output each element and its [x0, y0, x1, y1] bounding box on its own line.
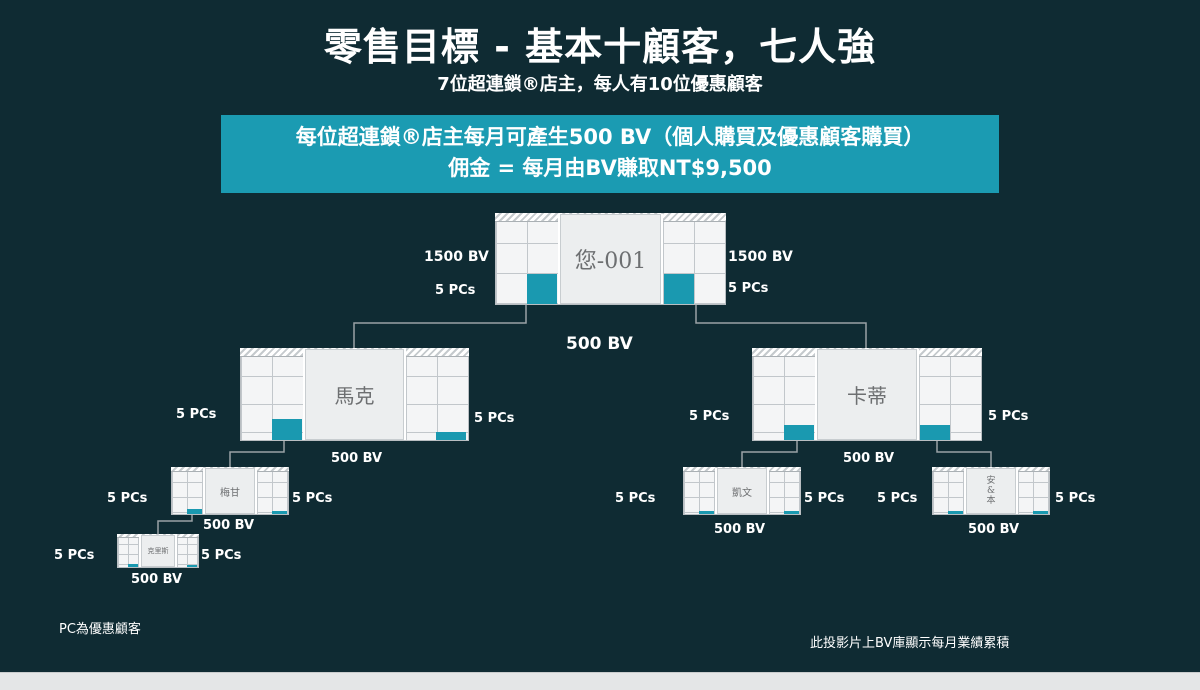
bv-bucket-left [272, 419, 302, 440]
chris-bv: 500 BV [131, 572, 183, 587]
root-right-pcs: 5 PCs [728, 281, 769, 296]
slide-subtitle: 7位超連鎖®店主，每人有10位優惠顧客 [437, 74, 763, 95]
katie-right-pcs: 5 PCs [988, 409, 1029, 424]
slide: 零售目標 - 基本十顧客，七人強 7位超連鎖®店主，每人有10位優惠顧客 每位超… [0, 0, 1200, 672]
anben-right-pcs: 5 PCs [1055, 491, 1096, 506]
bv-bucket-right [664, 274, 694, 304]
bv-bucket-right [1033, 511, 1048, 514]
meg-left-pcs: 5 PCs [107, 491, 148, 506]
banner-line-2: 佣金 = 每月由BV賺取NT$9,500 [448, 156, 772, 180]
root-bv: 500 BV [566, 334, 633, 354]
meg-right-pcs: 5 PCs [292, 491, 333, 506]
bv-bucket-right [436, 432, 466, 440]
store-node-root: 您-001 [495, 213, 726, 305]
store-name-anben-line3: 本 [986, 496, 996, 506]
katie-bv: 500 BV [843, 451, 895, 466]
store-node-katie: 卡蒂 [752, 348, 982, 441]
connector-root-mark [353, 305, 527, 348]
store-name-katie: 卡蒂 [815, 349, 919, 440]
store-node-meg: 梅甘 [171, 467, 289, 515]
bv-bucket-left [699, 511, 714, 514]
store-name-mark: 馬克 [303, 349, 406, 440]
bv-bucket-left [187, 509, 202, 514]
kevin-right-pcs: 5 PCs [804, 491, 845, 506]
chris-right-pcs: 5 PCs [201, 548, 242, 563]
store-node-mark: 馬克 [240, 348, 469, 441]
mark-right-pcs: 5 PCs [474, 411, 515, 426]
store-node-kevin: 凱文 [683, 467, 801, 515]
store-name-anben: 安 & 本 [964, 468, 1018, 514]
connector-katie-anben [936, 441, 992, 467]
store-node-anben: 安 & 本 [932, 467, 1050, 515]
root-left-bv: 1500 BV [424, 249, 489, 265]
store-name-meg: 梅甘 [203, 468, 257, 514]
mark-bv: 500 BV [331, 451, 383, 466]
root-right-bv: 1500 BV [728, 249, 793, 265]
banner-line-1: 每位超連鎖®店主每月可產生500 BV（個人購買及優惠顧客購買） [295, 125, 925, 149]
meg-bv: 500 BV [203, 518, 255, 533]
anben-bv: 500 BV [968, 522, 1020, 537]
store-name-anben-line1: 安 [986, 476, 996, 486]
store-name-chris: 克里斯 [139, 535, 177, 567]
bv-bucket-right [784, 511, 799, 514]
bv-bucket-left [527, 274, 557, 304]
bv-bucket-right [920, 425, 950, 440]
kevin-left-pcs: 5 PCs [615, 491, 656, 506]
kevin-bv: 500 BV [714, 522, 766, 537]
footnote-left: PC為優惠顧客 [59, 622, 141, 637]
root-left-pcs: 5 PCs [435, 283, 476, 298]
store-name-anben-line2: & [986, 486, 995, 496]
store-node-chris: 克里斯 [117, 534, 199, 568]
footnote-right: 此投影片上BV庫顯示每月業績累積 [810, 636, 1010, 651]
chris-left-pcs: 5 PCs [54, 548, 95, 563]
connector-mark-meg [229, 441, 285, 467]
bottom-strip [0, 672, 1200, 690]
bv-bucket-left [128, 564, 138, 567]
katie-left-pcs: 5 PCs [689, 409, 730, 424]
bv-bucket-right [187, 565, 197, 567]
mark-left-pcs: 5 PCs [176, 407, 217, 422]
bv-bucket-right [272, 511, 287, 514]
bv-bucket-left [784, 425, 814, 440]
bv-bucket-left [948, 511, 963, 514]
connector-katie-kevin [741, 441, 798, 467]
tree-connectors [157, 305, 992, 534]
connector-root-katie [695, 305, 867, 348]
store-name-kevin: 凱文 [715, 468, 769, 514]
anben-left-pcs: 5 PCs [877, 491, 918, 506]
slide-title: 零售目標 - 基本十顧客，七人強 [323, 25, 877, 69]
connector-meg-chris [157, 515, 193, 534]
commission-banner: 每位超連鎖®店主每月可產生500 BV（個人購買及優惠顧客購買） 佣金 = 每月… [221, 115, 999, 193]
store-name-root: 您-001 [558, 214, 663, 304]
